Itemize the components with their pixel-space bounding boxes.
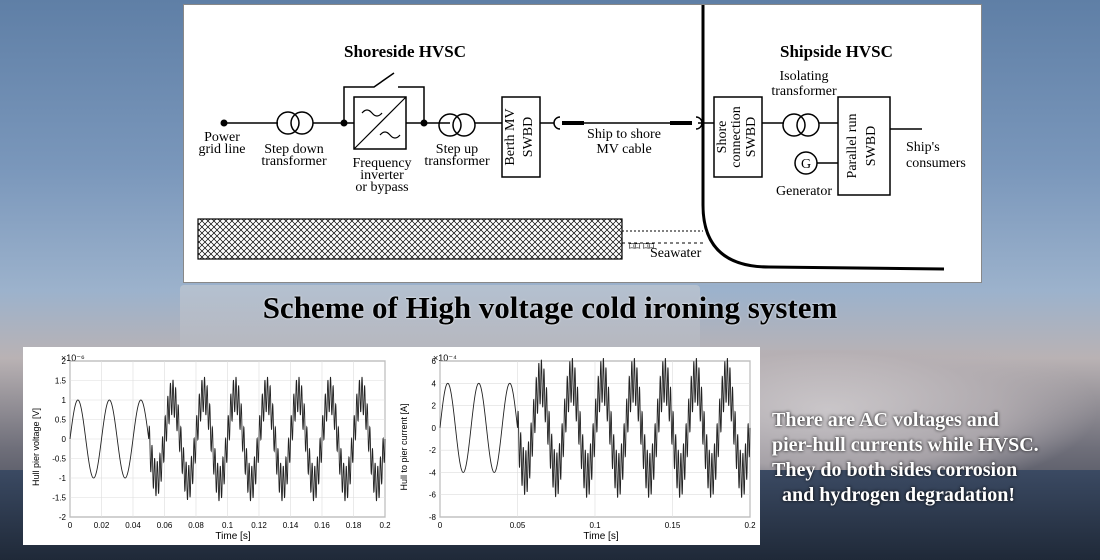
consumers-label-1: Ship's (906, 140, 940, 155)
cable-label-1: Ship to shore (587, 127, 661, 142)
voltage-x-tick-label: 0.08 (188, 521, 204, 530)
current-y-tick-label: 6 (432, 357, 437, 366)
hull-pier-voltage-chart: ×10⁻⁶ Hull pier voltage [V] Time [s] 0 0.… (31, 353, 391, 542)
generator-label: Generator (776, 184, 832, 199)
hvsc-note: There are AC voltages and pier-hull curr… (772, 408, 1100, 508)
current-x-tick-label: 0.15 (665, 521, 681, 530)
scheme-caption: Scheme of High voltage cold ironing syst… (262, 290, 838, 325)
note-line-1: There are AC voltages and (772, 409, 1000, 431)
voltage-y-tick-label: 1 (62, 396, 67, 405)
current-y-tick-label: -4 (429, 468, 437, 477)
note-line-3: They do both sides corrosion (772, 459, 1018, 481)
current-chart-exponent: ×10⁻⁴ (433, 353, 457, 363)
parallel-swbd-label-1: Parallel run (845, 114, 860, 179)
shore-connection-swbd-box (713, 96, 763, 178)
voltage-x-tick-label: 0 (68, 521, 73, 530)
current-y-tick-label: 2 (432, 402, 437, 411)
berth-swbd-box (501, 96, 541, 178)
consumers-label-2: consumers (906, 156, 966, 171)
voltage-series-line (69, 376, 386, 502)
ship-hull-line (701, 5, 945, 271)
note-line-4: and hydrogen degradation! (772, 484, 1016, 506)
voltage-y-tick-label: 2 (62, 357, 67, 366)
freq-inverter-label-2: inverter (360, 168, 404, 183)
freq-inverter-label-3: or bypass (355, 180, 408, 195)
shore-conn-label-3: SWBD (744, 117, 759, 157)
current-y-tick-label: 4 (432, 379, 437, 388)
step-up-transformer-symbol (438, 113, 476, 137)
step-down-label-1: Step down (264, 142, 324, 157)
current-y-tick-label: -6 (429, 491, 437, 500)
voltage-y-tick-label: -0.5 (52, 455, 66, 464)
hull-pier-current-chart: ×10⁻⁴ Hull to pier current [A] Time [s] … (399, 353, 756, 542)
scheme-diagram: Shoreside HVSC Shipside HVSC (197, 5, 966, 271)
parallel-run-swbd-box (837, 96, 891, 196)
voltage-chart-xlabel: Time [s] (215, 531, 250, 542)
voltage-x-tick-label: 0.18 (346, 521, 362, 530)
current-chart-xlabel: Time [s] (583, 531, 618, 542)
step-up-label-2: transformer (424, 154, 490, 169)
scheme-diagram-panel: Shoreside HVSC Shipside HVSC (183, 4, 982, 283)
bypass-switch (343, 72, 395, 123)
frequency-inverter-symbol (353, 96, 407, 150)
voltage-x-tick-label: 0.14 (283, 521, 299, 530)
isolating-label-1: Isolating (780, 69, 829, 84)
note-line-2: pier-hull currents while HVSC. (772, 434, 1039, 456)
voltage-y-tick-label: -2 (59, 513, 67, 522)
cable-label-2: MV cable (596, 142, 651, 157)
voltage-x-tick-label: 0.06 (157, 521, 173, 530)
shore-conn-label-2: connection (729, 106, 744, 167)
step-down-label-2: transformer (261, 154, 327, 169)
berth-swbd-label-2: SWBD (521, 117, 536, 157)
freq-inverter-label-1: Frequency (352, 156, 411, 171)
current-x-tick-label: 0 (438, 521, 443, 530)
voltage-y-tick-label: -1 (59, 474, 67, 483)
berth-swbd-label-1: Berth MV (503, 108, 518, 165)
current-y-tick-label: 0 (432, 424, 437, 433)
current-x-tick-label: 0.05 (510, 521, 526, 530)
current-y-tick-label: -8 (429, 513, 437, 522)
shipside-title: Shipside HVSC (780, 42, 893, 61)
voltage-y-tick-label: 0 (62, 435, 67, 444)
current-chart-ylabel: Hull to pier current [A] (399, 403, 409, 490)
pier-block (197, 218, 623, 260)
voltage-x-tick-label: 0.16 (314, 521, 330, 530)
shoreside-title: Shoreside HVSC (344, 42, 466, 61)
power-grid-label-1: Power (204, 130, 240, 145)
current-series-line (439, 358, 751, 498)
voltage-x-tick-label: 0.1 (222, 521, 234, 530)
current-x-tick-label: 0.1 (589, 521, 601, 530)
voltage-x-tick-label: 0.2 (379, 521, 391, 530)
isolating-transformer-symbol (782, 113, 820, 137)
power-grid-label-2: grid line (198, 142, 245, 157)
grid-node (220, 119, 228, 127)
step-up-label-1: Step up (436, 142, 478, 157)
plots-panel: ×10⁻⁶ Hull pier voltage [V] Time [s] 0 0.… (23, 347, 760, 545)
shore-conn-label-1: Shore (715, 121, 730, 154)
voltage-x-tick-label: 0.12 (251, 521, 267, 530)
voltage-chart-exponent: ×10⁻⁶ (61, 353, 85, 363)
parallel-swbd-label-2: SWBD (864, 126, 879, 166)
seawater-label: Seawater (650, 246, 702, 261)
generator-symbol-letter: G (801, 157, 811, 172)
voltage-chart-ylabel: Hull pier voltage [V] (31, 408, 41, 486)
voltage-x-tick-label: 0.02 (94, 521, 110, 530)
voltage-y-tick-label: 1.5 (55, 377, 67, 386)
current-x-tick-label: 0.2 (744, 521, 756, 530)
voltage-x-tick-label: 0.04 (125, 521, 141, 530)
voltage-y-tick-label: -1.5 (52, 494, 66, 503)
fish-icon: ⌑⌑ ⌑⌑ (629, 241, 655, 253)
current-y-tick-label: -2 (429, 446, 437, 455)
voltage-y-tick-label: 0.5 (55, 416, 67, 425)
step-down-transformer-symbol (276, 111, 314, 135)
isolating-label-2: transformer (771, 84, 837, 99)
